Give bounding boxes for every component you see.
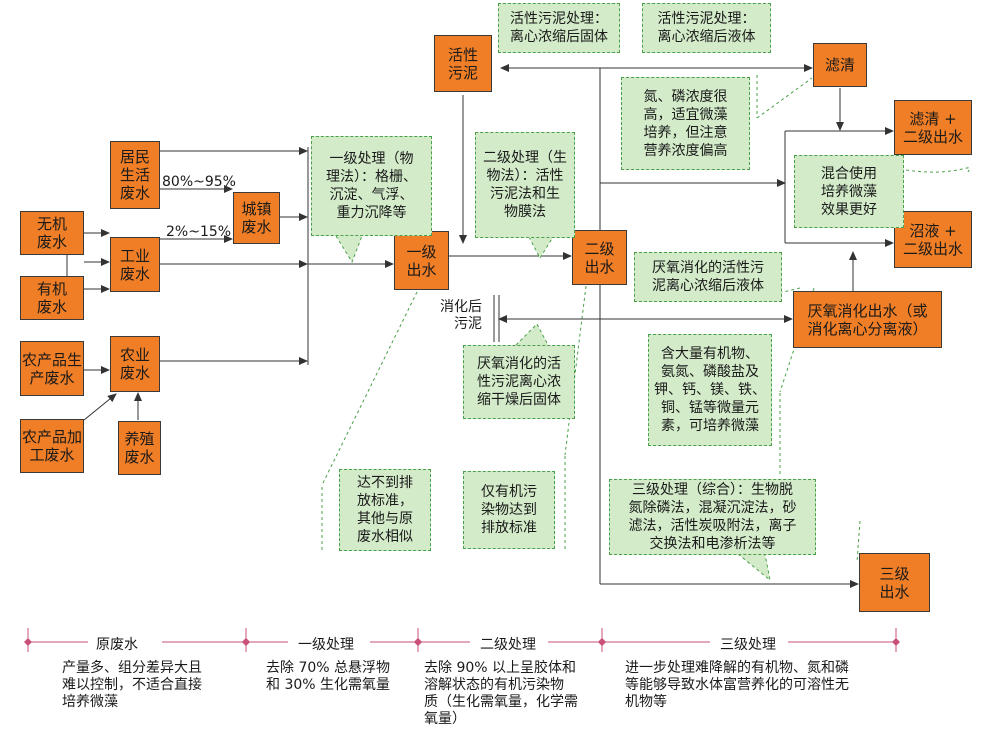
desc-secondary: 去除 90% 以上呈胶体和 溶解状态的有机污染物 质（生化需氧量，化学需 氧量） [424, 660, 578, 727]
label-80-95-percent: 80%~95% [162, 174, 236, 190]
stage-raw-wastewater: 原废水 [96, 637, 138, 653]
node-domestic-wastewater: 居民 生活 废水 [110, 141, 160, 209]
note-sludge-liquid: 活性污泥处理： 离心浓缩后液体 [642, 3, 771, 53]
note-not-meeting-standard: 达不到排 放标准， 其他与原 废水相似 [339, 469, 431, 551]
stage-secondary: 二级处理 [480, 637, 536, 653]
node-agri-processing-wastewater: 农产品加 工废水 [20, 419, 84, 473]
node-agricultural-wastewater: 农业 废水 [110, 336, 160, 392]
note-anaerobic-solids: 厌氧消化的活 性污泥离心浓 缩干燥后固体 [463, 345, 575, 419]
node-filtrate: 滤清 [813, 43, 867, 87]
node-digestate-plus-secondary: 沼液 + 二级出水 [894, 211, 972, 268]
desc-tertiary: 进一步处理难降解的有机物、氮和磷 等能够导致水体富营养化的可溶性无 机物等 [625, 660, 849, 710]
note-tertiary-treatment: 三级处理（综合）：生物脱 氮除磷法，混凝沉淀法，砂 滤法，活性炭吸附法，离子 交… [609, 479, 816, 555]
note-secondary-treatment: 二级处理（生 物法）：活性 污泥法和生 物膜法 [475, 132, 575, 238]
node-tertiary-effluent: 三级 出水 [859, 553, 930, 612]
node-secondary-effluent: 二级 出水 [572, 230, 627, 285]
note-nutrients: 含大量有机物、 氨氮、磷酸盐及 钾、钙、镁、铁、 铜、锰等微量元 素，可培养微藻 [648, 334, 772, 446]
note-organic-only-standard: 仅有机污 染物达到 排放标准 [463, 471, 555, 549]
node-agri-production-wastewater: 农产品生 产废水 [20, 341, 84, 396]
note-tails [335, 235, 771, 582]
node-urban-wastewater: 城镇 废水 [233, 192, 280, 244]
note-sludge-solids: 活性污泥处理： 离心浓缩后固体 [498, 3, 620, 53]
node-livestock-wastewater: 养殖 废水 [118, 421, 161, 475]
stage-bar [24, 628, 900, 652]
node-inorganic-wastewater: 无机 废水 [20, 211, 84, 255]
stage-primary: 一级处理 [298, 637, 354, 653]
node-activated-sludge: 活性 污泥 [434, 35, 492, 92]
flow-arrows [66, 64, 894, 588]
note-anaerobic-liquid: 厌氧消化的活性污 泥离心浓缩后液体 [634, 252, 782, 302]
label-digested-sludge: 消化后 污泥 [440, 299, 482, 332]
node-filtrate-plus-secondary: 滤清 + 二级出水 [894, 100, 972, 155]
label-2-15-percent: 2%~15% [166, 224, 232, 240]
note-primary-treatment: 一级处理（物 理法）：格栅、 沉淀、气浮、 重力沉降等 [311, 136, 432, 236]
node-organic-wastewater: 有机 废水 [20, 276, 84, 320]
node-anaerobic-digestion-effluent: 厌氧消化出水（或 消化离心分离液） [793, 291, 942, 348]
note-mixed-use: 混合使用 培养微藻 效果更好 [794, 155, 904, 228]
node-primary-effluent: 一级 出水 [394, 231, 449, 290]
note-nitrogen-phosphorus: 氮、磷浓度很 高，适宜微藻 培养，但注意 营养浓度偏高 [621, 77, 750, 170]
node-industrial-wastewater: 工业 废水 [110, 237, 160, 292]
stage-tertiary: 三级处理 [720, 637, 776, 653]
desc-primary: 去除 70% 总悬浮物 和 30% 生化需氧量 [266, 660, 391, 693]
desc-raw-wastewater: 产量多、组分差异大且 难以控制，不适合直接 培养微藻 [62, 660, 202, 710]
